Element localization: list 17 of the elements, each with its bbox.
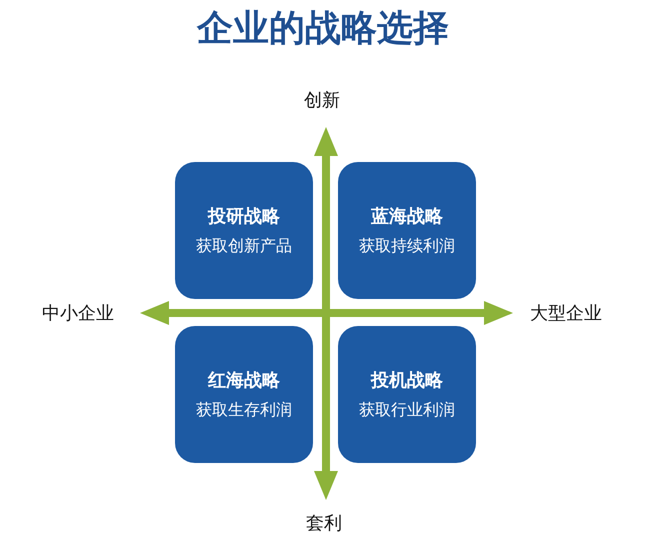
strategy-name: 红海战略 <box>208 369 280 392</box>
strategy-name: 投机战略 <box>371 369 443 392</box>
axis-label: 创新 <box>304 89 340 112</box>
quadrant-box <box>338 162 476 299</box>
strategy-name: 蓝海战略 <box>371 205 443 228</box>
strategy-name: 投研战略 <box>208 205 280 228</box>
axis-label: 大型企业 <box>530 302 602 325</box>
strategy-goal: 获取行业利润 <box>359 400 455 421</box>
axis-label: 套利 <box>306 512 342 535</box>
quadrant-box <box>338 326 476 463</box>
quadrant-box <box>175 162 313 299</box>
strategy-goal: 获取持续利润 <box>359 236 455 257</box>
title: 企业的战略选择 <box>196 6 450 51</box>
strategy-goal: 获取生存利润 <box>196 400 292 421</box>
quadrant-box <box>175 326 313 463</box>
strategy-goal: 获取创新产品 <box>196 236 292 257</box>
axis-label: 中小企业 <box>42 302 114 325</box>
